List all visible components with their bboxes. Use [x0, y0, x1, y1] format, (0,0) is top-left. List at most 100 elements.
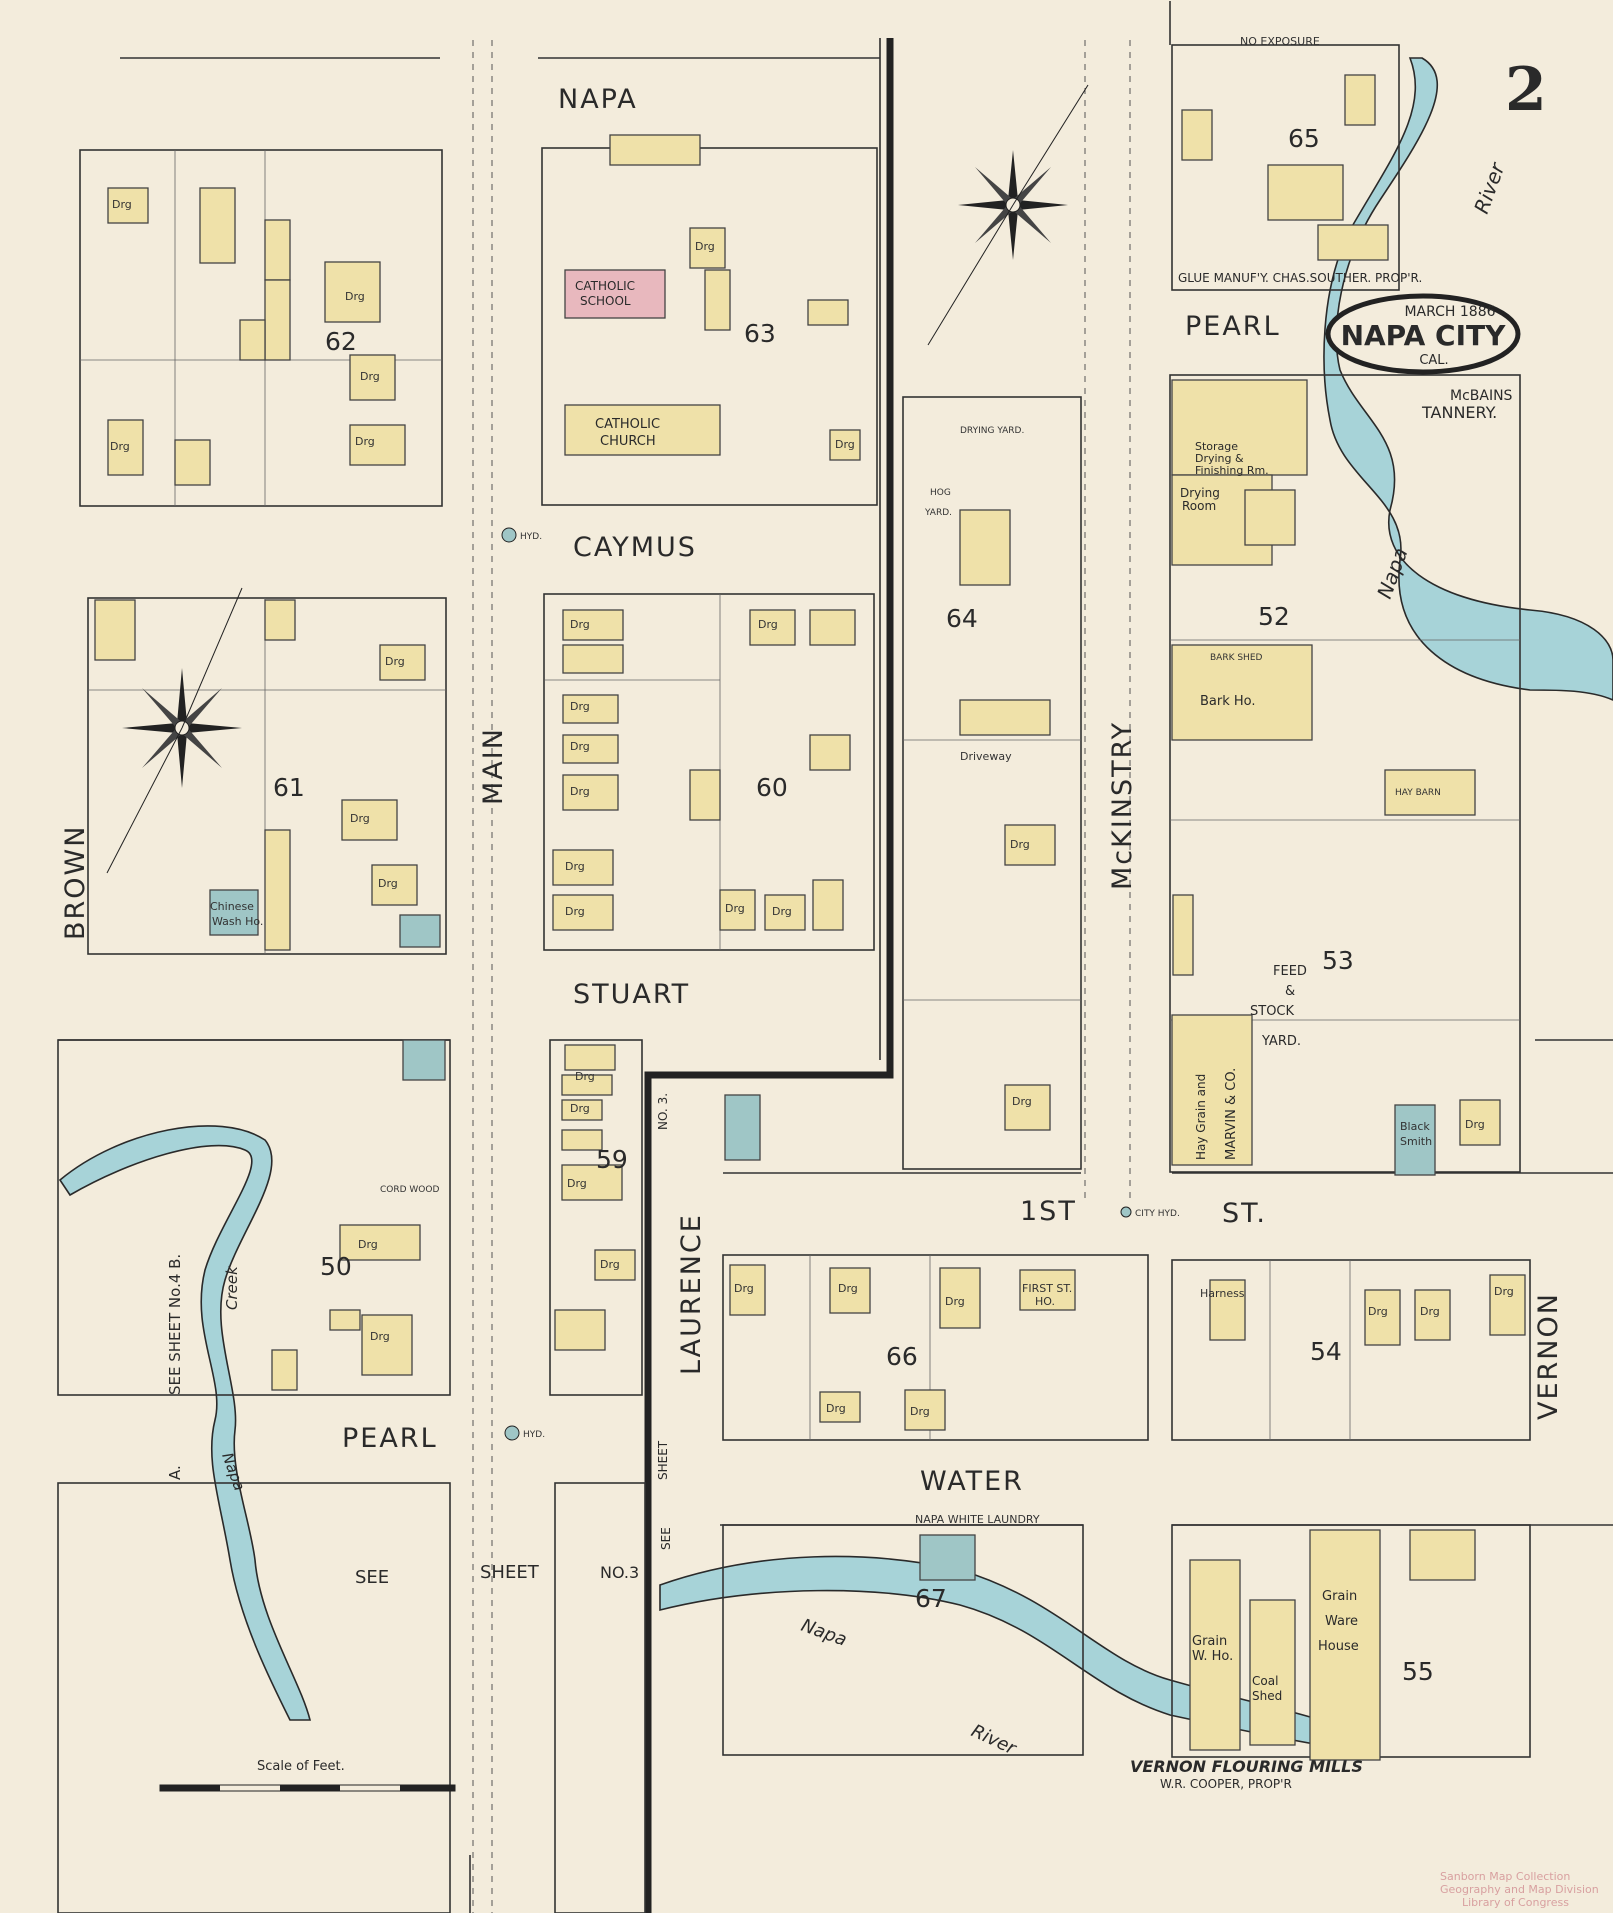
blacksmith [1394, 1104, 1436, 1176]
street-laurence: LAURENCE [676, 1213, 707, 1375]
dwelling-label: Drg [945, 1295, 965, 1308]
sheet-v-label: SHEET [656, 1440, 670, 1480]
stamp-line-2: Geography and Map Division [1440, 1883, 1599, 1896]
catholic-church-label: CATHOLIC [595, 417, 660, 432]
vernon-prop-label: W.R. COOPER, PROP'R [1160, 1777, 1292, 1791]
yard-label: YARD. [1261, 1034, 1301, 1049]
catholic-school-label: CATHOLIC [575, 279, 635, 293]
see-v-label: SEE [659, 1527, 673, 1550]
stamp-line-1: Sanborn Map Collection [1440, 1870, 1570, 1883]
dwelling-label: Drg [575, 1070, 595, 1083]
street-st: ST. [1222, 1198, 1267, 1229]
grain-ware-label-2: Ware [1325, 1614, 1358, 1629]
driveway-label: Driveway [960, 750, 1012, 763]
coal-shed-label-2: Shed [1252, 1689, 1282, 1703]
dwelling-label: Drg [378, 877, 398, 890]
hay-barn-label: HAY BARN [1395, 788, 1441, 798]
grain-ware-label: Grain [1322, 1589, 1357, 1604]
dwelling-label: Drg [600, 1258, 620, 1271]
street-napa: NAPA [558, 84, 638, 115]
no-exposure-label: NO EXPOSURE [1240, 35, 1320, 48]
dwelling-labels: Drg Drg Drg Drg Drg Drg Drg Drg Drg Drg … [110, 198, 1514, 1418]
river-right-label: River [1469, 158, 1510, 217]
dwelling-label: Drg [826, 1402, 846, 1415]
dwelling-label: Drg [1010, 838, 1030, 851]
block-67: 67 [915, 1584, 947, 1613]
dwelling-label: Drg [734, 1282, 754, 1295]
a-label: A. [166, 1465, 184, 1480]
dwelling-label: Drg [910, 1405, 930, 1418]
grain-warehouse [1309, 1529, 1381, 1761]
feed-label: FEED [1273, 964, 1307, 979]
blacksmith-label-2: Smith [1400, 1135, 1432, 1148]
dwelling-label: Drg [1494, 1285, 1514, 1298]
dwelling-label: Drg [695, 240, 715, 253]
block-54: 54 [1310, 1337, 1342, 1366]
block-62: 62 [325, 327, 357, 356]
block-55: 55 [1402, 1657, 1434, 1686]
blacksmith-label: Black [1400, 1120, 1430, 1133]
hydrant-label-2: HYD. [523, 1430, 545, 1440]
dwelling-label: Drg [1420, 1305, 1440, 1318]
chinese-wash-label: Chinese [210, 900, 254, 913]
street-first: 1ST [1020, 1196, 1077, 1227]
dwelling-label: Drg [385, 655, 405, 668]
dwelling-label: Drg [570, 785, 590, 798]
dwelling-label: Drg [565, 860, 585, 873]
dwelling-label: Drg [772, 905, 792, 918]
sheet-number: 2 [1505, 55, 1547, 125]
dwelling-label: Drg [570, 740, 590, 753]
dwelling-label: Drg [112, 198, 132, 211]
cartouche-city: NAPA CITY [1341, 319, 1507, 352]
street-water: WATER [920, 1466, 1024, 1497]
bark-shed-label: BARK SHED [1210, 653, 1263, 663]
harness-label: Harness [1200, 1287, 1245, 1300]
cartouche-date: MARCH 1886 [1404, 304, 1495, 320]
hydrants: HYD. HYD. CITY HYD. [501, 527, 1180, 1441]
finishing-label: Finishing Rm. [1195, 464, 1269, 477]
marvin-label: MARVIN & CO. [1224, 1068, 1239, 1160]
library-stamp: Sanborn Map Collection Geography and Map… [1440, 1870, 1599, 1909]
first-st-ho-label-2: HO. [1035, 1295, 1055, 1308]
catholic-church-label-2: CHURCH [600, 434, 656, 449]
dwelling-label: Drg [1465, 1118, 1485, 1131]
dwelling-label: Drg [758, 618, 778, 631]
grain-wh-label: Grain [1192, 1634, 1227, 1649]
no3-label: NO.3 [600, 1563, 639, 1582]
laundry-label: NAPA WHITE LAUNDRY [915, 1513, 1040, 1526]
dwelling-label: Drg [360, 370, 380, 383]
drying-room-label: Drying [1180, 486, 1220, 500]
scale-bar: Scale of Feet. [159, 1759, 456, 1792]
dwelling-label: Drg [358, 1238, 378, 1251]
tannery-main [1171, 379, 1308, 476]
tannery-label: McBAINS [1450, 388, 1513, 404]
catholic-church-building [564, 404, 721, 456]
compass-rose-left [106, 587, 243, 874]
grain-wh-label-2: W. Ho. [1192, 1649, 1233, 1664]
chinese-wash-label-2: Wash Ho. [212, 915, 263, 928]
coal-shed-label: Coal [1252, 1674, 1278, 1688]
scale-label: Scale of Feet. [257, 1759, 345, 1774]
block-59: 59 [596, 1145, 628, 1174]
drying-label: Drying & [1195, 452, 1244, 465]
coal-shed [1249, 1599, 1296, 1746]
grain-ware-label-3: House [1318, 1639, 1359, 1654]
block-60: 60 [756, 773, 788, 802]
catholic-school-building [564, 269, 666, 319]
dwelling-label: Drg [370, 1330, 390, 1343]
street-caymus: CAYMUS [573, 532, 697, 563]
storage-label: Storage [1195, 440, 1238, 453]
drying-yard-label: DRYING YARD. [960, 426, 1024, 436]
catholic-school-label-2: SCHOOL [580, 294, 631, 308]
block-66: 66 [886, 1342, 918, 1371]
dwelling-label: Drg [570, 1102, 590, 1115]
stamp-line-3: Library of Congress [1462, 1896, 1569, 1909]
hay-grain-label: Hay Grain and [1194, 1074, 1208, 1160]
street-main: MAIN [478, 727, 509, 805]
see-sheet-no4b-label: SEE SHEET No.4 B. [166, 1254, 184, 1395]
dwelling-label: Drg [110, 440, 130, 453]
compass-rose-right [927, 84, 1089, 346]
sheet-boundary-line [644, 38, 894, 1913]
dwelling-label: Drg [345, 290, 365, 303]
block-52: 52 [1258, 602, 1290, 631]
